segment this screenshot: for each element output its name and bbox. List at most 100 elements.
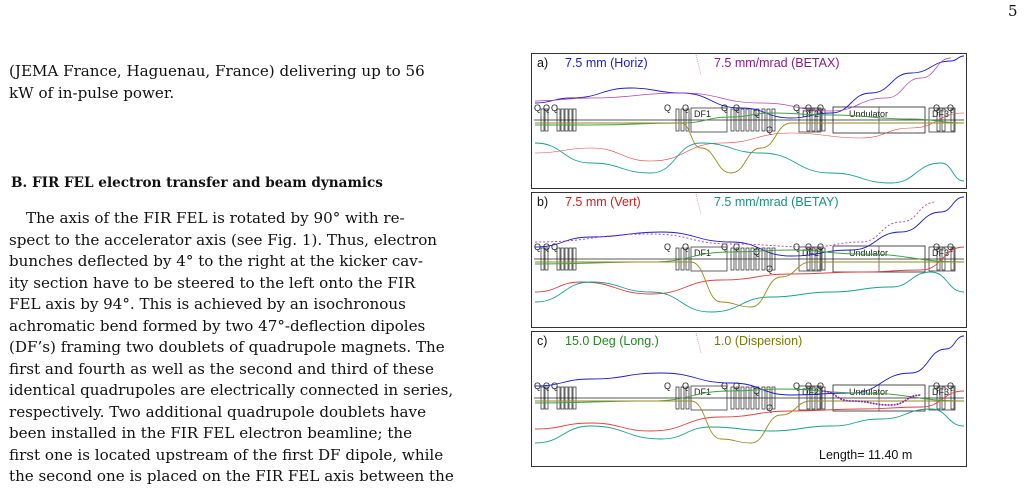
quadrupole-26 bbox=[950, 108, 955, 132]
quadrupole-26 bbox=[950, 247, 955, 271]
quadrupole-18 bbox=[766, 386, 771, 410]
quadrupole-2 bbox=[544, 247, 549, 271]
quad-label-4: Q bbox=[664, 103, 671, 113]
vert-envelope bbox=[534, 246, 965, 295]
para-line-10: respectively. Two additional quadrupole … bbox=[9, 403, 427, 421]
quadrupole-7 bbox=[572, 108, 577, 132]
quadrupole-12 bbox=[735, 247, 740, 271]
quadrupole-17 bbox=[761, 247, 766, 271]
quadrupole-21 bbox=[811, 108, 816, 132]
quadrupole-26 bbox=[950, 386, 955, 410]
quadrupole-4 bbox=[560, 386, 565, 410]
quadrupole-7 bbox=[572, 386, 577, 410]
section-heading: B. FIR FEL electron transfer and beam dy… bbox=[11, 175, 383, 191]
quadrupole-8 bbox=[675, 386, 680, 410]
quad-label-4: Q bbox=[664, 381, 671, 391]
quadrupole-11 bbox=[730, 386, 735, 410]
df2-label: DF2 bbox=[802, 109, 819, 119]
quadrupole-23 bbox=[821, 247, 826, 271]
panel-label-primary: 7.5 mm (Vert) bbox=[565, 195, 641, 209]
undulator-label: Undulator bbox=[849, 387, 888, 397]
df1-dipole bbox=[690, 107, 728, 133]
quadrupole-10 bbox=[685, 386, 690, 410]
quad-label-8: Q bbox=[753, 247, 760, 257]
page-number: 5 bbox=[1008, 2, 1018, 20]
panel-label-primary: 15.0 Deg (Long.) bbox=[565, 334, 659, 348]
betay-function bbox=[534, 142, 965, 184]
quadrupole-3 bbox=[556, 247, 561, 271]
quadrupole-14 bbox=[745, 108, 750, 132]
quad-label-10: Q bbox=[793, 381, 800, 391]
quad-label-5: Q bbox=[682, 242, 689, 252]
quadrupole-18 bbox=[766, 247, 771, 271]
df1-label: DF1 bbox=[694, 109, 711, 119]
quadrupole-13 bbox=[740, 247, 745, 271]
quadrupole-17 bbox=[761, 386, 766, 410]
quad-label-9: Q bbox=[766, 264, 773, 274]
quadrupole-25 bbox=[941, 386, 946, 410]
para-line-11: been installed in the FIR FEL electron b… bbox=[9, 424, 413, 442]
df2-dipole bbox=[798, 107, 822, 133]
quadrupole-13 bbox=[740, 108, 745, 132]
quadrupole-24 bbox=[936, 386, 941, 410]
para-line-8: first and fourth as well as the second a… bbox=[9, 360, 434, 378]
undulator-label: Undulator bbox=[849, 109, 888, 119]
quad-label-4: Q bbox=[664, 242, 671, 252]
quadrupole-8 bbox=[675, 247, 680, 271]
quadrupole-23 bbox=[821, 108, 826, 132]
quad-label-2: Q bbox=[543, 103, 550, 113]
betax-function bbox=[534, 57, 952, 112]
quadrupole-16 bbox=[755, 386, 760, 410]
quadrupole-6 bbox=[568, 108, 573, 132]
quadrupole-4 bbox=[560, 247, 565, 271]
para-line-7: (DF’s) framing two doublets of quadrupol… bbox=[9, 338, 445, 356]
quadrupole-16 bbox=[755, 108, 760, 132]
panel-label-secondary: 7.5 mm/mrad (BETAX) bbox=[714, 56, 839, 70]
intro-line-1: (JEMA France, Haguenau, France) deliveri… bbox=[9, 62, 425, 80]
quadrupole-22 bbox=[816, 247, 821, 271]
quadrupole-23 bbox=[821, 386, 826, 410]
para-line-12: first one is located upstream of the fir… bbox=[9, 446, 444, 464]
label-divider bbox=[695, 332, 702, 354]
para-line-9: identical quadrupoles are electrically c… bbox=[9, 381, 454, 399]
quadrupole-9 bbox=[680, 108, 685, 132]
quadrupole-10 bbox=[685, 247, 690, 271]
vert-envelope bbox=[534, 112, 965, 162]
quad-label-3: Q bbox=[551, 381, 558, 391]
quadrupole-13 bbox=[740, 386, 745, 410]
quadrupole-21 bbox=[811, 386, 816, 410]
quadrupole-14 bbox=[745, 247, 750, 271]
panel-label-secondary: 7.5 mm/mrad (BETAY) bbox=[714, 195, 839, 209]
quad-label-9: Q bbox=[766, 125, 773, 135]
panel-label-secondary: 1.0 (Dispersion) bbox=[714, 334, 802, 348]
quadrupole-2 bbox=[544, 386, 549, 410]
quadrupole-18 bbox=[766, 108, 771, 132]
quadrupole-20 bbox=[806, 386, 811, 410]
quad-label-2: Q bbox=[543, 242, 550, 252]
quadrupole-11 bbox=[730, 247, 735, 271]
panel-label-primary: 7.5 mm (Horiz) bbox=[565, 56, 648, 70]
df1-dipole bbox=[690, 385, 728, 411]
para-line-1: The axis of the FIR FEL is rotated by 90… bbox=[26, 209, 405, 227]
dispersion-function bbox=[535, 261, 964, 308]
quadrupole-20 bbox=[806, 247, 811, 271]
df1-label: DF1 bbox=[694, 248, 711, 258]
betay-function bbox=[534, 271, 965, 313]
quad-label-2: Q bbox=[543, 381, 550, 391]
df2-dipole bbox=[798, 385, 822, 411]
para-line-2: spect to the accelerator axis (see Fig. … bbox=[9, 231, 438, 249]
panel-tag: c) bbox=[537, 334, 547, 348]
quadrupole-3 bbox=[556, 386, 561, 410]
quad-label-7: Q bbox=[733, 381, 740, 391]
horiz-envelope bbox=[534, 55, 965, 119]
quadrupole-1 bbox=[540, 386, 545, 410]
dispersion-function bbox=[535, 122, 964, 174]
quadrupole-6 bbox=[568, 247, 573, 271]
df2-label: DF2 bbox=[802, 387, 819, 397]
